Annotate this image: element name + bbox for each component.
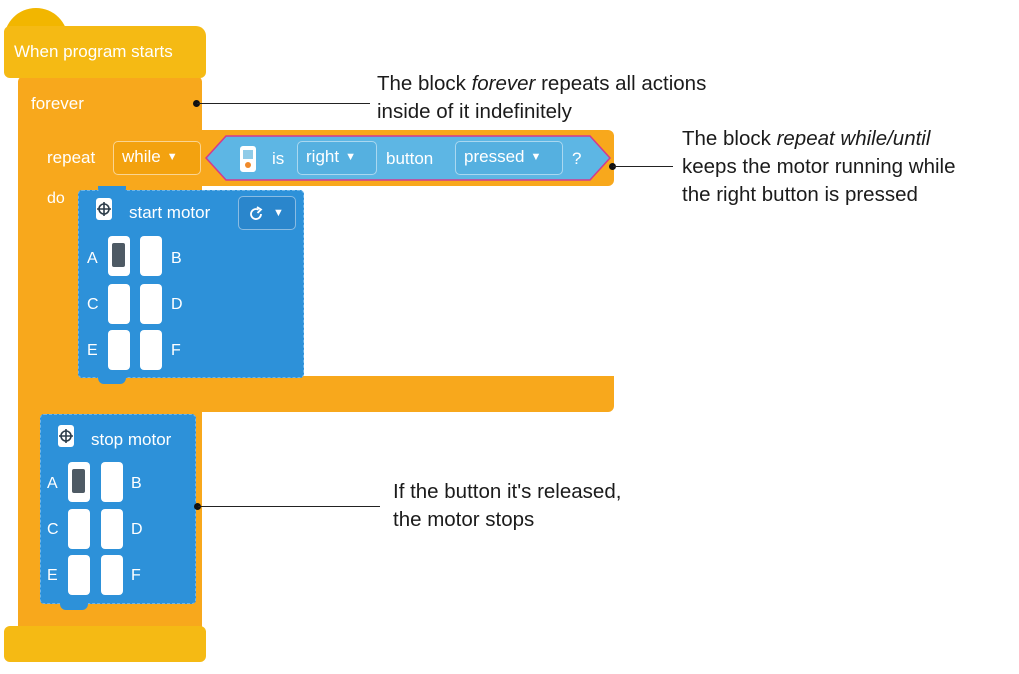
stop-callout-line bbox=[198, 506, 380, 507]
start-motor-notch bbox=[98, 186, 126, 194]
stop-port-b-toggle[interactable] bbox=[101, 462, 123, 502]
stop-port-d-label: D bbox=[131, 521, 143, 538]
chevron-down-icon: ▼ bbox=[273, 207, 284, 219]
repeat-annotation-pre: The block bbox=[682, 127, 777, 150]
forever-callout-line bbox=[197, 103, 370, 104]
start-port-d-toggle[interactable] bbox=[140, 284, 162, 324]
forever-label: forever bbox=[31, 94, 84, 113]
motor-direction-dropdown[interactable]: ▼ bbox=[238, 196, 296, 230]
forever-block-header[interactable] bbox=[18, 80, 198, 130]
forever-annotation-line2: inside of it indefinitely bbox=[377, 100, 572, 123]
forever-annotation-pre: The block bbox=[377, 72, 472, 95]
start-port-a-label: A bbox=[87, 250, 98, 267]
condition-button-label: button bbox=[386, 149, 434, 168]
repeat-annotation-line2: keeps the motor running while bbox=[682, 155, 956, 178]
start-port-c-toggle[interactable] bbox=[108, 284, 130, 324]
stop-annotation-line2: the motor stops bbox=[393, 508, 535, 531]
when-program-starts-block[interactable] bbox=[4, 26, 206, 78]
button-state-value: pressed bbox=[464, 147, 525, 166]
when-program-starts-label: When program starts bbox=[14, 42, 173, 61]
repeat-annotation-line3: the right button is pressed bbox=[682, 183, 918, 206]
start-port-d-label: D bbox=[171, 296, 183, 313]
stop-port-a-label: A bbox=[47, 475, 58, 492]
stop-port-b-label: B bbox=[131, 475, 142, 492]
start-motor-title: start motor bbox=[129, 203, 211, 222]
forever-annotation: The block forever repeats all actions in… bbox=[377, 70, 797, 126]
start-port-e-toggle[interactable] bbox=[108, 330, 130, 370]
stop-port-f-toggle[interactable] bbox=[101, 555, 123, 595]
forever-annotation-post: repeats all actions bbox=[535, 72, 707, 95]
button-side-dropdown[interactable]: right ▼ bbox=[297, 141, 377, 175]
repeat-annotation: The block repeat while/until keeps the m… bbox=[682, 125, 1012, 209]
chevron-down-icon: ▼ bbox=[345, 151, 356, 163]
condition-is-label: is bbox=[272, 149, 285, 168]
repeat-callout-line bbox=[613, 166, 673, 167]
repeat-label: repeat bbox=[47, 148, 96, 167]
stop-motor-title: stop motor bbox=[91, 430, 172, 449]
button-side-value: right bbox=[306, 147, 340, 166]
forever-annotation-emphasis: forever bbox=[471, 72, 536, 95]
stop-port-c-label: C bbox=[47, 521, 59, 538]
chevron-down-icon: ▼ bbox=[530, 151, 542, 163]
start-port-a-toggle[interactable] bbox=[108, 236, 130, 276]
repeat-mode-dropdown[interactable]: while ▼ bbox=[113, 141, 201, 175]
repeat-block-footer[interactable] bbox=[34, 376, 614, 412]
stop-annotation: If the button it's released, the motor s… bbox=[393, 478, 723, 534]
rotate-clockwise-icon bbox=[250, 206, 263, 220]
forever-callout-dot bbox=[193, 100, 200, 107]
condition-question-mark: ? bbox=[572, 149, 582, 168]
start-port-f-label: F bbox=[171, 342, 181, 359]
start-motor-connector bbox=[98, 376, 126, 384]
do-label: do bbox=[47, 190, 65, 207]
forever-block-footer[interactable] bbox=[4, 626, 206, 662]
stop-port-c-toggle[interactable] bbox=[68, 509, 90, 549]
start-port-c-label: C bbox=[87, 296, 99, 313]
stop-port-e-label: E bbox=[47, 567, 58, 584]
motor-icon bbox=[58, 425, 74, 447]
hub-device-icon bbox=[240, 146, 256, 172]
repeat-callout-dot bbox=[609, 163, 616, 170]
stop-port-d-toggle[interactable] bbox=[101, 509, 123, 549]
repeat-mode-value: while bbox=[122, 147, 161, 166]
stop-port-a-toggle[interactable] bbox=[68, 462, 90, 502]
button-state-dropdown[interactable]: pressed ▼ bbox=[455, 141, 563, 175]
stop-port-e-toggle[interactable] bbox=[68, 555, 90, 595]
chevron-down-icon: ▼ bbox=[166, 151, 178, 163]
start-port-f-toggle[interactable] bbox=[140, 330, 162, 370]
stop-motor-connector bbox=[60, 602, 88, 610]
repeat-block-side bbox=[34, 130, 80, 412]
start-port-e-label: E bbox=[87, 342, 98, 359]
repeat-annotation-emphasis: repeat while/until bbox=[776, 127, 931, 150]
stop-annotation-line1: If the button it's released, bbox=[393, 480, 622, 503]
start-port-b-label: B bbox=[171, 250, 182, 267]
motor-icon bbox=[96, 198, 112, 220]
stop-port-f-label: F bbox=[131, 567, 141, 584]
stop-callout-dot bbox=[194, 503, 201, 510]
start-port-b-toggle[interactable] bbox=[140, 236, 162, 276]
